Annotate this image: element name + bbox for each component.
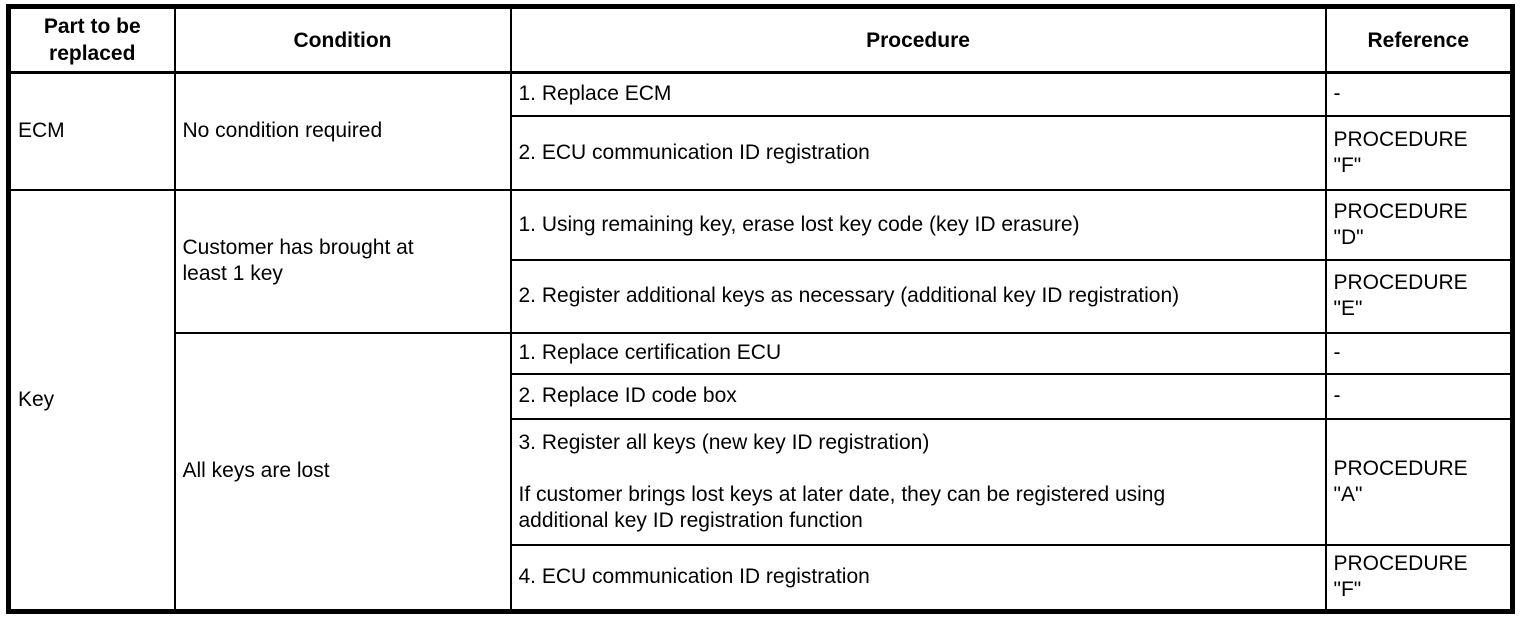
reference-cell: PROCEDURE "F": [1324, 114, 1514, 191]
procedure-cell: 4. ECU communication ID registration: [509, 543, 1327, 613]
key-registration-procedure-table: Part to be replaced Condition Procedure …: [6, 4, 1515, 614]
procedure-cell: 1. Replace certification ECU: [509, 331, 1327, 375]
reference-cell: -: [1324, 71, 1514, 117]
condition-cell: No condition required: [173, 71, 512, 191]
reference-cell: -: [1324, 331, 1514, 375]
procedure-cell: 2. ECU communication ID registration: [509, 114, 1327, 191]
col-header-part-to-be-replaced: Part to be replaced: [7, 5, 176, 74]
table-row: 4. ECU communication ID registration PRO…: [9, 543, 1514, 613]
procedure-cell: 1. Replace ECM: [509, 71, 1327, 117]
col-header-reference: Reference: [1324, 5, 1514, 74]
reference-cell: PROCEDURE "E": [1324, 258, 1514, 334]
table-row: 2. Replace ID code box -: [9, 372, 1514, 420]
condition-cell: All keys are lost: [173, 331, 512, 613]
part-cell-key: Key: [7, 188, 176, 613]
header-row: Part to be replaced Condition Procedure …: [7, 5, 1514, 74]
reference-cell: -: [1324, 372, 1514, 420]
reference-cell: PROCEDURE "A": [1324, 417, 1514, 546]
table-row: 2. Register additional keys as necessary…: [9, 258, 1514, 334]
part-cell-ecm: ECM: [7, 71, 176, 191]
condition-cell: Customer has brought at least 1 key: [173, 188, 512, 334]
procedure-cell: 3. Register all keys (new key ID registr…: [509, 417, 1327, 546]
table-row: All keys are lost 1. Replace certificati…: [9, 331, 1514, 613]
procedure-cell: 2. Register additional keys as necessary…: [509, 258, 1327, 334]
table-row: 3. Register all keys (new key ID registr…: [9, 417, 1514, 546]
col-header-procedure: Procedure: [509, 5, 1327, 74]
reference-cell: PROCEDURE "F": [1324, 543, 1514, 613]
reference-cell: PROCEDURE "D": [1324, 188, 1514, 261]
col-header-condition: Condition: [173, 5, 512, 74]
table-row: Key Customer has brought at least 1 key …: [7, 188, 1514, 613]
table-row: ECM No condition required 1. Replace ECM…: [7, 71, 1514, 191]
procedure-cell: 2. Replace ID code box: [509, 372, 1327, 420]
procedure-cell: 1. Using remaining key, erase lost key c…: [509, 188, 1327, 261]
table-row: 2. ECU communication ID registration PRO…: [9, 114, 1514, 191]
